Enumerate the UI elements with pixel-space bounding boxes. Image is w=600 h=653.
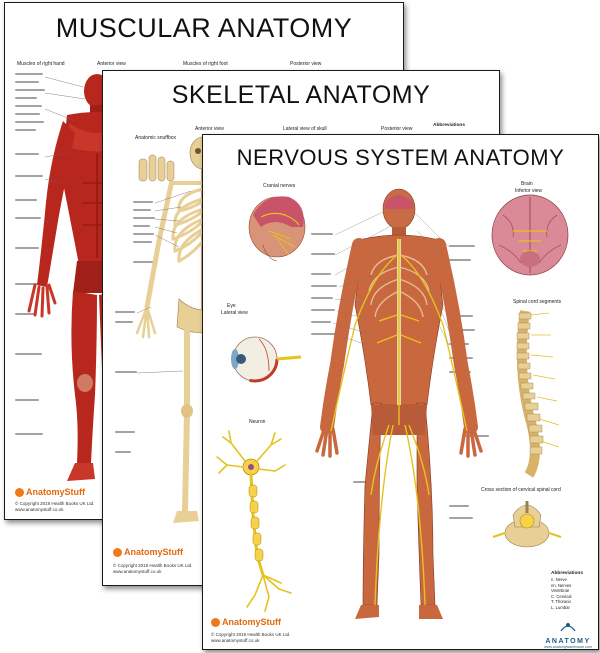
poster-nervous-system-anatomy: NERVOUS SYSTEM ANATOMY Cranial nerves Br… (202, 134, 599, 650)
copyright: © Copyright 2019 Health Books UK Ltd. ww… (211, 632, 291, 643)
section-label-eye-view: Lateral view (221, 310, 248, 316)
brand-logo-icon (113, 547, 122, 557)
view-label: Anatomic snuffbox (135, 135, 177, 141)
neuron-illustration (216, 430, 292, 612)
vertebra-cross-section (492, 501, 562, 548)
brand-logo: AnatomyStuff (15, 487, 85, 497)
abbreviations-box: Abbreviations (433, 123, 465, 128)
section-label-brain: Brain (521, 181, 533, 187)
section-label-eye: Eye (227, 303, 236, 309)
brand-logo: AnatomyStuff (113, 547, 183, 557)
section-label-neuron: Neuron (249, 419, 266, 425)
view-label: Anterior view (195, 126, 224, 132)
spinal-column-illustration (516, 310, 560, 478)
view-label: Posterior view (381, 126, 413, 132)
human-figure-nerves (315, 188, 483, 619)
copyright: © Copyright 2019 Health Books UK Ltd. ww… (113, 563, 193, 574)
brand-logo: AnatomyStuff (211, 617, 281, 627)
section-label-cranial-nerves: Cranial nerves (263, 183, 296, 189)
brand-logo-icon (211, 617, 220, 627)
poster-title: MUSCULAR ANATOMY (55, 13, 353, 43)
view-label: Posterior view (290, 61, 322, 67)
section-label-spinal-cord: Spinal cord segments (513, 299, 562, 305)
anatomy-warehouse-logo: ANATOMY www.anatomywarehouse.com (539, 619, 597, 649)
section-label-cross-section: Cross section of cervical spinal cord (481, 487, 561, 493)
cranial-nerves-head (248, 196, 306, 262)
brand-logo-icon (15, 487, 24, 497)
abbreviations-box: Abbreviations n. Nerve nn. Nerves Verteb… (551, 571, 583, 610)
seal-icon (560, 623, 576, 632)
eye-illustration (231, 335, 302, 383)
nervous-system-illustration (216, 188, 569, 619)
view-label: Lateral view of skull (283, 126, 327, 132)
poster-title: SKELETAL ANATOMY (171, 81, 431, 109)
brain-inferior-view (491, 194, 569, 276)
view-label: Muscles of right foot (183, 61, 228, 67)
section-label-brain-view: Inferior view (515, 188, 542, 194)
copyright: © Copyright 2019 Health Books UK Ltd. ww… (15, 501, 95, 512)
poster-title: NERVOUS SYSTEM ANATOMY (236, 145, 565, 170)
view-label: Anterior view (97, 61, 126, 67)
view-label: Muscles of right hand (17, 61, 65, 67)
